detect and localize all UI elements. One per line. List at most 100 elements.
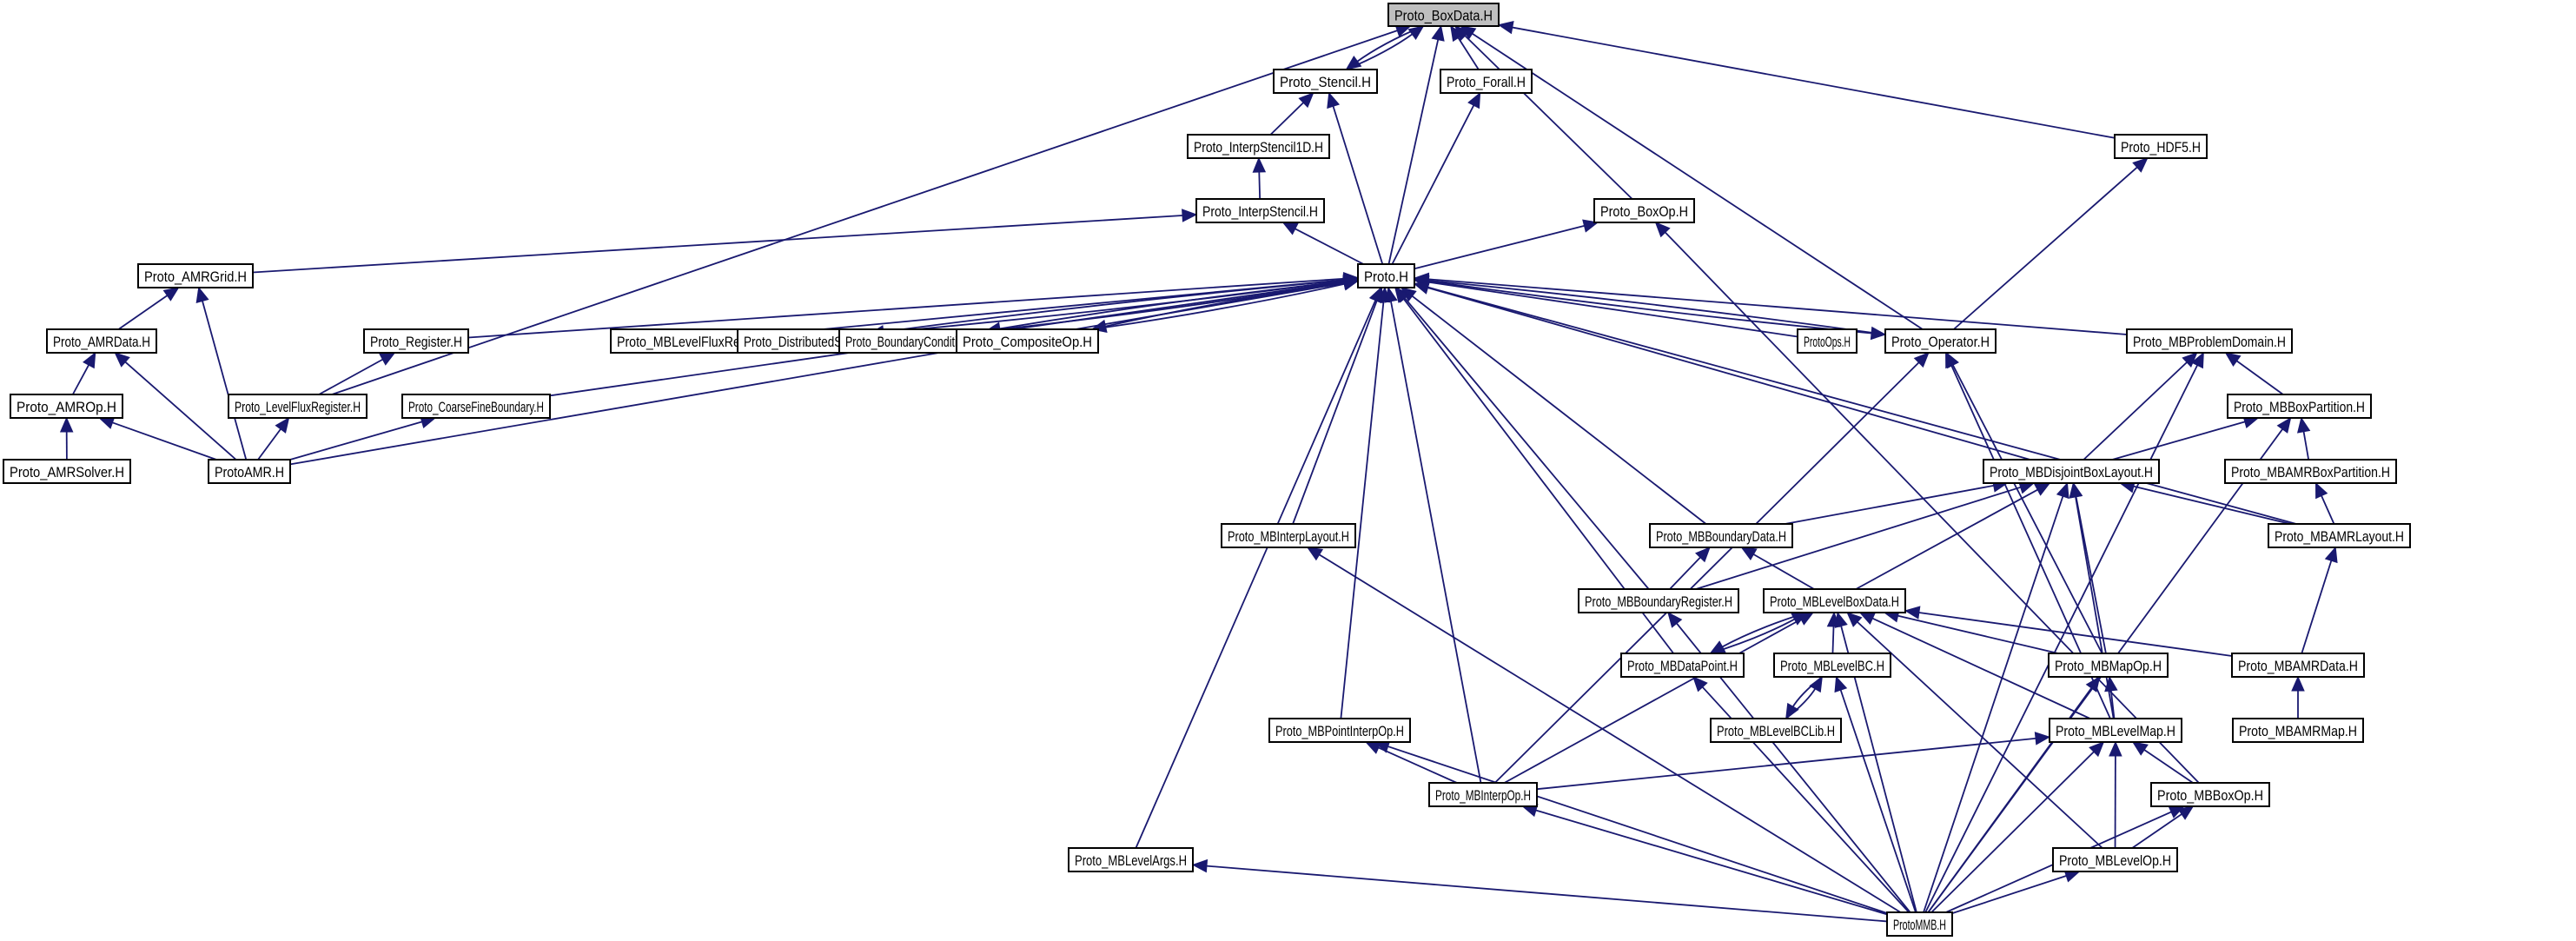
arrowhead-icon bbox=[2182, 352, 2198, 368]
edge-levelflux-to-register bbox=[318, 357, 385, 395]
node-mbamrboxpart[interactable]: Proto_MBAMRBoxPartition.H bbox=[2224, 459, 2397, 484]
node-mbinterpop[interactable]: Proto_MBInterpOp.H bbox=[1428, 782, 1538, 807]
node-operator[interactable]: Proto_Operator.H bbox=[1884, 328, 1997, 354]
node-levelflux[interactable]: Proto_LevelFluxRegister.H bbox=[228, 394, 368, 419]
arrowhead-icon bbox=[1191, 858, 1209, 873]
node-protoamr[interactable]: ProtoAMR.H bbox=[208, 459, 291, 484]
edge-protommb-to-mblevelargs bbox=[1204, 865, 1888, 923]
node-box bbox=[1593, 198, 1695, 223]
arrowhead-icon bbox=[2276, 416, 2292, 434]
node-mblbd[interactable]: Proto_MBLevelBoxData.H bbox=[1763, 588, 1906, 613]
edge-interp1d-to-stencil bbox=[1269, 101, 1306, 136]
arrowhead-icon bbox=[2190, 351, 2204, 369]
node-mbamrlayout[interactable]: Proto_MBAMRLayout.H bbox=[2268, 523, 2411, 548]
arrowhead-icon bbox=[162, 287, 180, 302]
node-protoops[interactable]: ProtoOps.H bbox=[1797, 328, 1858, 354]
node-mbinterplayout[interactable]: Proto_MBInterpLayout.H bbox=[1221, 523, 1356, 548]
node-label: Proto.H bbox=[1364, 268, 1408, 285]
node-mbbreg[interactable]: Proto_MBBoundaryRegister.H bbox=[1578, 588, 1739, 613]
node-label: Proto_MBAMRMap.H bbox=[2239, 723, 2357, 739]
node-forall[interactable]: Proto_Forall.H bbox=[1440, 69, 1533, 94]
node-boxdata[interactable]: Proto_BoxData.H bbox=[1387, 3, 1500, 27]
node-protommb[interactable]: ProtoMMB.H bbox=[1886, 911, 1953, 937]
node-mbdatapoint[interactable]: Proto_MBDataPoint.H bbox=[1620, 653, 1745, 678]
node-mbboxpart[interactable]: Proto_MBBoxPartition.H bbox=[2227, 394, 2372, 419]
arrowhead-icon bbox=[2034, 482, 2051, 496]
node-mbamrmap[interactable]: Proto_MBAMRMap.H bbox=[2232, 718, 2364, 743]
node-amrgrid[interactable]: Proto_AMRGrid.H bbox=[137, 263, 254, 288]
node-boxop[interactable]: Proto_BoxOp.H bbox=[1593, 198, 1695, 223]
edge-mblevelmap-to-mblbd bbox=[1871, 617, 2091, 719]
node-label: Proto_MBPointInterpOp.H bbox=[1275, 723, 1404, 739]
node-interp[interactable]: Proto_InterpStencil.H bbox=[1195, 198, 1325, 223]
node-box bbox=[2268, 523, 2411, 548]
edge-protoamr-to-amrgrid bbox=[201, 299, 248, 461]
edge-mblevelop-to-mbboxop bbox=[2131, 812, 2184, 849]
node-mbpointinterp[interactable]: Proto_MBPointInterpOp.H bbox=[1268, 718, 1411, 743]
arrowhead-icon bbox=[2324, 546, 2338, 564]
node-mblevelbclib[interactable]: Proto_MBLevelBCLib.H bbox=[1710, 718, 1842, 743]
arrowhead-icon bbox=[1945, 351, 1958, 369]
node-stencil[interactable]: Proto_Stencil.H bbox=[1273, 69, 1378, 94]
node-amrdata[interactable]: Proto_AMRData.H bbox=[46, 328, 157, 354]
arrowhead-icon bbox=[1797, 612, 1815, 626]
arrowhead-icon bbox=[1654, 222, 1671, 238]
node-label: Proto_MBAMRBoxPartition.H bbox=[2231, 464, 2390, 480]
node-interp1d[interactable]: Proto_InterpStencil1D.H bbox=[1187, 134, 1330, 159]
edge-proto-to-compositeop bbox=[1103, 280, 1359, 328]
node-amrop[interactable]: Proto_AMROp.H bbox=[10, 394, 123, 419]
node-label: Proto_MBLevelBC.H bbox=[1780, 658, 1884, 674]
node-mblevelargs[interactable]: Proto_MBLevelArgs.H bbox=[1068, 847, 1194, 872]
node-mbdisjoint[interactable]: Proto_MBDisjointBoxLayout.H bbox=[1983, 459, 2160, 484]
node-mblevelbc[interactable]: Proto_MBLevelBC.H bbox=[1773, 653, 1891, 678]
node-label: Proto_MBBoxOp.H bbox=[2157, 787, 2263, 804]
node-box bbox=[1886, 911, 1953, 937]
arrowhead-icon bbox=[2177, 805, 2195, 820]
node-proto[interactable]: Proto.H bbox=[1357, 263, 1415, 288]
node-label: Proto_MBLevelOp.H bbox=[2059, 852, 2171, 869]
arrowhead-icon bbox=[1667, 612, 1683, 628]
node-mblevelop[interactable]: Proto_MBLevelOp.H bbox=[2052, 847, 2178, 872]
node-mbamrdata[interactable]: Proto_MBAMRData.H bbox=[2231, 653, 2365, 678]
edge-proto-to-boxop bbox=[1414, 224, 1586, 270]
edge-mbamrdata-to-mbamrlayout bbox=[2301, 559, 2333, 654]
node-mblevelmap[interactable]: Proto_MBLevelMap.H bbox=[2049, 718, 2182, 743]
node-box bbox=[1357, 263, 1415, 288]
arrowhead-icon bbox=[2109, 740, 2122, 757]
node-box bbox=[1428, 782, 1538, 807]
node-register[interactable]: Proto_Register.H bbox=[363, 328, 469, 354]
node-box bbox=[1620, 653, 1745, 678]
arrowhead-icon bbox=[59, 416, 74, 433]
edge-interp-to-interp1d bbox=[1258, 169, 1262, 200]
node-mbbdata[interactable]: Proto_MBBoundaryData.H bbox=[1649, 523, 1793, 548]
node-box bbox=[208, 459, 291, 484]
node-box bbox=[1578, 588, 1739, 613]
node-label: Proto_DistributedSet.H bbox=[744, 334, 864, 350]
node-mbboxop[interactable]: Proto_MBBoxOp.H bbox=[2150, 782, 2270, 807]
arrowhead-icon bbox=[1834, 675, 1848, 693]
node-label: Proto_MBAMRData.H bbox=[2238, 658, 2358, 674]
edge-mbdisjoint-to-mbproblem bbox=[2083, 360, 2189, 461]
node-amrsolver[interactable]: Proto_AMRSolver.H bbox=[3, 459, 131, 484]
arrowhead-icon bbox=[2085, 675, 2101, 692]
arrowhead-icon bbox=[1298, 92, 1314, 109]
node-compositeop[interactable]: Proto_CompositeOp.H bbox=[956, 328, 1099, 354]
node-mbproblem[interactable]: Proto_MBProblemDomain.H bbox=[2126, 328, 2293, 354]
node-hdf5[interactable]: Proto_HDF5.H bbox=[2114, 134, 2208, 159]
edge-mbamrboxpart-to-mbboxpart bbox=[2302, 429, 2310, 461]
node-box bbox=[1068, 847, 1194, 872]
arrowhead-icon bbox=[2224, 352, 2242, 367]
arrowhead-icon bbox=[2104, 675, 2118, 692]
arrowhead-icon bbox=[1467, 91, 1481, 109]
node-box bbox=[1773, 653, 1891, 678]
edge-amrdata-to-amrgrid bbox=[117, 294, 169, 330]
arrowhead-icon bbox=[1904, 606, 1921, 620]
node-label: Proto_HDF5.H bbox=[2121, 139, 2201, 156]
node-box bbox=[2048, 653, 2169, 678]
edge-protommb-to-mbproblem bbox=[1924, 363, 2199, 913]
node-cfb[interactable]: Proto_CoarseFineBoundary.H bbox=[401, 394, 551, 419]
arrowhead-icon bbox=[1460, 25, 1477, 40]
edge-mbbreg-to-mbbdata bbox=[1669, 555, 1702, 590]
node-mbmapop[interactable]: Proto_MBMapOp.H bbox=[2048, 653, 2169, 678]
edge-operator-to-hdf5 bbox=[1953, 165, 2139, 330]
